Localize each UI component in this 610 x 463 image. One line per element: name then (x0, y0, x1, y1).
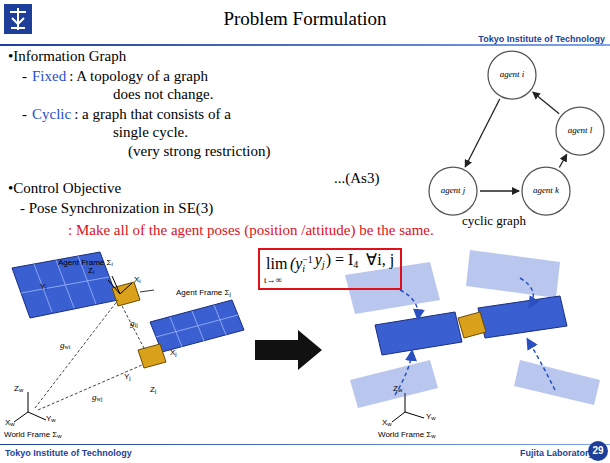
agent-node: agent j (428, 166, 478, 216)
frame-label: g (130, 318, 135, 328)
frame-label: w (10, 421, 14, 428)
formula-term: y (315, 251, 322, 269)
slide-text: : Make all of the agent poses (position … (68, 222, 434, 239)
satellite-i (12, 252, 154, 318)
frame-label: X (134, 275, 139, 284)
slide-text: World Frame Σ (378, 430, 431, 439)
slide-text: - (22, 68, 27, 85)
frame-label: j (155, 388, 156, 395)
header-rule (0, 44, 610, 46)
transition-arrow (255, 330, 322, 370)
frame-label: wi (65, 344, 71, 351)
node-label: agent l (565, 126, 595, 136)
slide-text: cyclic graph (462, 214, 526, 229)
logo (4, 4, 32, 34)
agent-node: agent l (555, 106, 605, 156)
formula-term: (y (290, 255, 302, 273)
slide-text: - Pose Synchronization in SE(3) (20, 200, 213, 217)
frame-vectors (35, 300, 145, 410)
graph-edge (559, 154, 566, 167)
graph-edge (533, 92, 559, 114)
formula-term: ∀i, j (366, 251, 394, 269)
frame-label: Z (88, 266, 93, 275)
slide-text: : A topology of a graph (69, 68, 208, 85)
slide-text: ...(As3) (334, 170, 379, 187)
frame-label: Z (14, 384, 19, 393)
frame-label: Agent Frame Σ (176, 288, 229, 297)
frame-label: X (170, 348, 175, 357)
synced-satellite (375, 296, 567, 355)
frame-label: g (60, 340, 65, 350)
slide-title: Problem Formulation (0, 8, 610, 30)
frame-label: X (5, 418, 10, 427)
frame-label: Y (40, 282, 45, 291)
formula-term: t→∞ (264, 275, 282, 285)
frame-label: Agent Frame Σ (58, 258, 111, 267)
frame-label: w (431, 415, 435, 422)
formula-term: −1 (302, 254, 313, 266)
agent-node: agent k (521, 166, 571, 216)
frame-label: j (129, 375, 130, 382)
slide-text: single cycle. (113, 124, 188, 141)
slide-text: Fixed (32, 68, 66, 85)
frame-label: Z (393, 384, 398, 393)
footer-rule (0, 444, 610, 445)
frame-label: w (387, 421, 391, 428)
frame-label: j (229, 291, 230, 298)
slide-text: (very strong restriction) (128, 143, 270, 160)
frame-label: Z (150, 385, 155, 394)
frame-label: i (111, 261, 112, 268)
frame-label: i (139, 278, 140, 285)
node-label: agent k (531, 186, 561, 196)
formula-term: j (322, 259, 325, 271)
slide-text: Cyclic (32, 106, 71, 123)
agent-node: agent i (487, 50, 537, 100)
slide-text: : a graph that consists of a (74, 106, 231, 123)
frame-label: i (93, 269, 94, 276)
frame-label: Y (426, 412, 431, 421)
frame-label: Y (124, 372, 129, 381)
graph-edge (480, 190, 519, 191)
sync-arrows (395, 278, 555, 395)
slide-text: 29 (592, 445, 603, 457)
node-label: agent j (438, 186, 468, 196)
frame-label: w (57, 433, 61, 440)
slide-text: w (431, 433, 435, 440)
frame-label: Y (46, 414, 51, 423)
frame-label: i (45, 285, 46, 292)
formula-term: ) = I (326, 251, 354, 269)
frame-label: X (382, 418, 387, 427)
formula-term: lim (266, 255, 287, 273)
slide-text: •Control Objective (8, 180, 121, 197)
slide-text: Tokyo Institute of Technology (478, 34, 605, 44)
ghost-satellites (345, 250, 600, 408)
frame-label: World Frame Σ (4, 430, 57, 439)
satellite-j (138, 300, 244, 368)
slide-text: •Information Graph (8, 48, 126, 65)
frame-label: g (92, 392, 97, 402)
frame-label: j (175, 351, 176, 358)
slide-text: does not change. (113, 86, 213, 103)
slide-text: Fujita Laboratory (520, 448, 594, 458)
frame-label: w (398, 387, 402, 394)
frame-label: w (51, 417, 55, 424)
node-label: agent i (497, 70, 527, 80)
formula-term: 4 (353, 259, 358, 271)
frame-label: ij (135, 322, 138, 329)
slide-text: - (22, 106, 27, 123)
logo-mark (10, 8, 26, 30)
slide-text: Tokyo Institute of Technology (5, 448, 132, 458)
frame-label: wj (97, 396, 103, 403)
frame-label: w (19, 387, 23, 394)
graph-edge (465, 99, 500, 167)
